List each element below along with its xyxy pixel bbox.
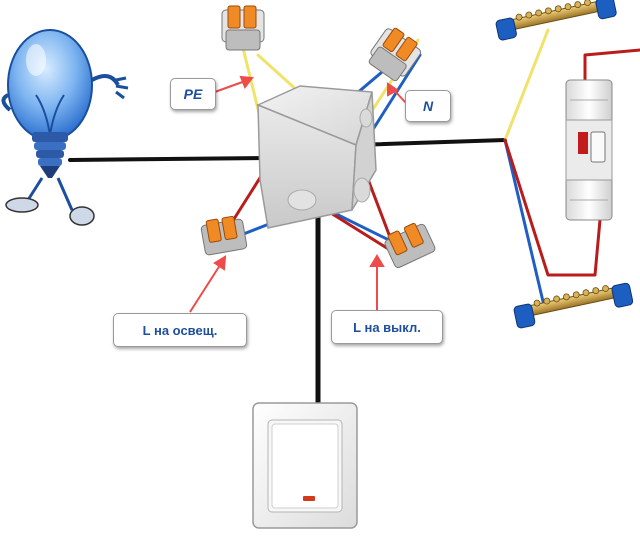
label-arrows	[189, 75, 407, 313]
label-l-lighting: L на освещ.	[113, 313, 247, 347]
terminal-bus-bottom	[513, 282, 634, 329]
wago-connector-n	[368, 27, 422, 82]
wires	[68, 28, 640, 413]
wire-black-lamp	[68, 156, 272, 162]
wago-connector-pe	[221, 5, 265, 51]
wire-red-supply	[583, 48, 640, 82]
label-pe: PE	[170, 78, 216, 110]
circuit-breaker-icon	[565, 79, 613, 221]
label-l-switch: L на выкл.	[331, 310, 443, 344]
wall-switch-icon	[252, 402, 358, 529]
wire-black-supply	[353, 138, 507, 147]
terminal-bus-icon	[495, 0, 634, 329]
terminal-bus-top	[495, 0, 617, 41]
wire-blue-bus	[503, 138, 547, 312]
junction-box-icon	[256, 85, 377, 229]
light-bulb-icon	[1, 29, 129, 226]
wago-connector-l-lighting	[200, 215, 248, 256]
label-n: N	[405, 90, 451, 122]
wire-red-breaker	[503, 138, 602, 277]
wire-yellow-bus	[503, 28, 550, 142]
arrow-l-lighting	[189, 261, 223, 313]
wago-connector-l-switch	[384, 222, 436, 268]
